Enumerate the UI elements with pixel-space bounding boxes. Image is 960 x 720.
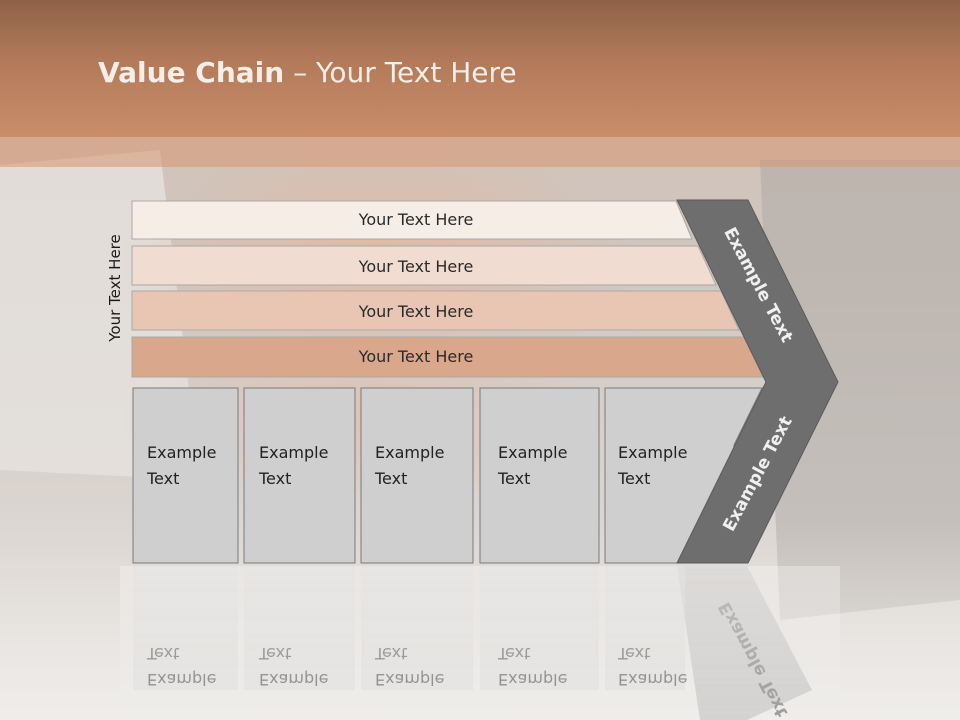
example-box-2-line1: Example — [259, 443, 328, 462]
example-box-1[interactable]: Example Text — [132, 387, 239, 564]
example-box-4-shape — [479, 387, 600, 564]
example-box-4[interactable]: Example Text — [479, 387, 600, 564]
bar-4[interactable]: Your Text Here — [131, 336, 764, 378]
example-box-2-line2: Text — [258, 469, 291, 488]
title-bar — [0, 0, 960, 137]
example-box-2-shape — [243, 387, 356, 564]
slide-title-rest: – Your Text Here — [284, 56, 517, 89]
example-box-4-line2: Text — [497, 469, 530, 488]
example-box-3-line1: Example — [375, 443, 444, 462]
example-box-3-shape — [360, 387, 474, 564]
example-box-4-line1: Example — [498, 443, 567, 462]
example-box-2[interactable]: Example Text — [243, 387, 356, 564]
example-box-1-line2: Text — [146, 469, 179, 488]
example-box-1-shape — [132, 387, 239, 564]
reflection: Example Text Example Text Example Text E… — [120, 566, 840, 720]
slide-title[interactable]: Value Chain – Your Text Here — [98, 56, 517, 89]
bar-2-label: Your Text Here — [358, 257, 474, 276]
example-box-3-line2: Text — [374, 469, 407, 488]
chevron-shape — [676, 199, 839, 564]
bar-1[interactable]: Your Text Here — [131, 200, 693, 240]
bar-2[interactable]: Your Text Here — [131, 245, 717, 286]
bar-3-shape — [131, 290, 740, 331]
bar-1-shape — [131, 200, 693, 240]
bar-3[interactable]: Your Text Here — [131, 290, 740, 331]
bar-2-shape — [131, 245, 717, 286]
bar-1-label: Your Text Here — [358, 210, 474, 229]
example-box-3[interactable]: Example Text — [360, 387, 474, 564]
slide-title-bold: Value Chain — [98, 56, 285, 89]
example-box-5-line1: Example — [618, 443, 687, 462]
bar-3-label: Your Text Here — [358, 302, 474, 321]
bar-4-label: Your Text Here — [358, 347, 474, 366]
example-box-1-line1: Example — [147, 443, 216, 462]
title-bar-band — [0, 137, 960, 167]
example-box-5-line2: Text — [617, 469, 650, 488]
